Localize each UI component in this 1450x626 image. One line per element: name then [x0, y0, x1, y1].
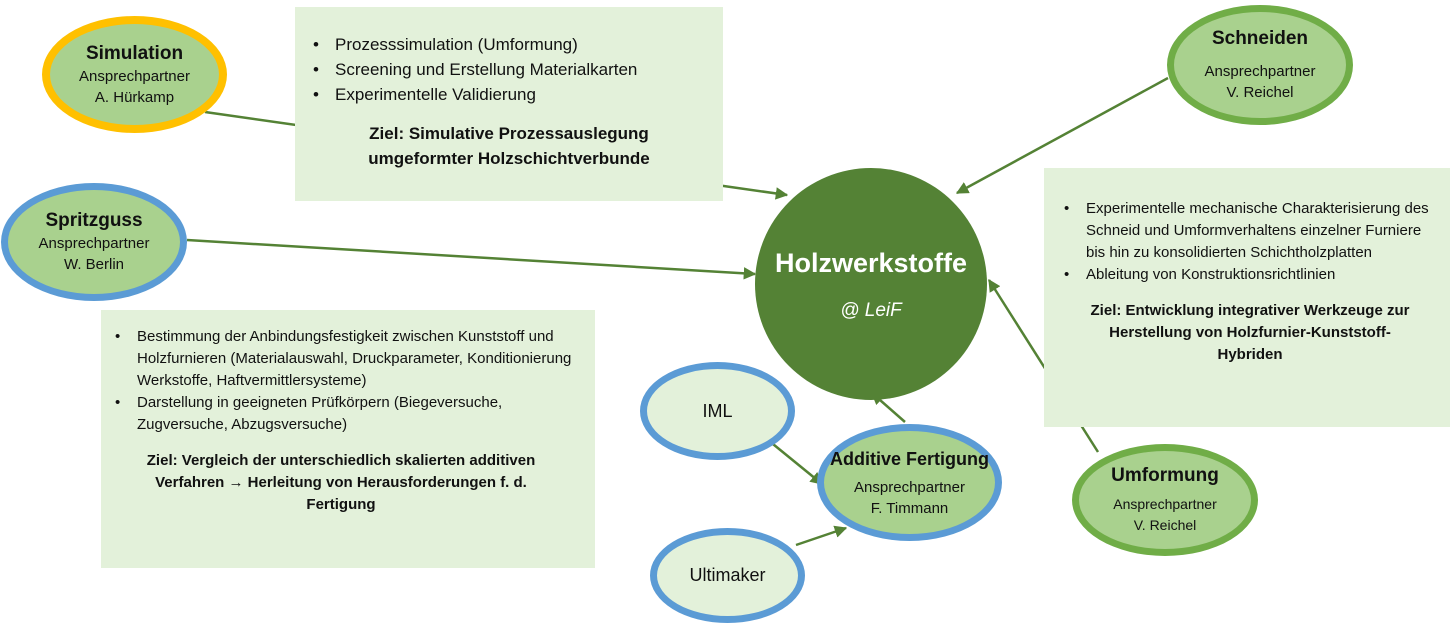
node-title: Umformung: [1111, 465, 1219, 486]
hub-subtitle: @ LeiF: [840, 300, 902, 321]
node-contact-label: Ansprechpartner: [79, 67, 190, 85]
simulation-info-box: Prozesssimulation (Umformung) Screening …: [295, 7, 723, 201]
bullet-item: Darstellung in geeigneten Prüfkörpern (B…: [109, 392, 573, 436]
goal-text: Ziel: Simulative Prozessauslegung umgefo…: [368, 124, 650, 168]
arrow-iml-to-additive: [767, 439, 823, 485]
node-title: Additive Fertigung: [830, 448, 989, 469]
bullet-item: Prozesssimulation (Umformung): [307, 32, 711, 57]
iml-node: IML: [640, 362, 795, 460]
arrow-ultimaker-to-additive: [795, 525, 848, 547]
simulation-node: Simulation Ansprechpartner A. Hürkamp: [42, 16, 227, 133]
ultimaker-node: Ultimaker: [650, 528, 805, 623]
node-contact-label: Ansprechpartner: [1204, 63, 1316, 80]
spritzguss-node: Spritzguss Ansprechpartner W. Berlin: [1, 183, 187, 301]
schneiden-info-box: Experimentelle mechanische Charakterisie…: [1044, 168, 1450, 427]
node-contact-label: Ansprechpartner: [1113, 496, 1217, 512]
node-label: IML: [702, 400, 733, 421]
node-title: Schneiden: [1211, 28, 1309, 49]
node-contact: F. Timmann: [870, 499, 949, 517]
bullet-item: Experimentelle mechanische Charakterisie…: [1058, 198, 1442, 264]
bullet-item: Experimentelle Validierung: [307, 82, 711, 107]
goal-text: Ziel: Entwicklung integrativer Werkzeuge…: [1090, 302, 1410, 363]
node-contact: V. Reichel: [1226, 84, 1294, 101]
node-title: Spritzguss: [45, 210, 143, 231]
umformung-node: Umformung Ansprechpartner V. Reichel: [1072, 444, 1258, 556]
hub-circle: Holzwerkstoffe @ LeiF: [755, 168, 987, 400]
hub-title: Holzwerkstoffe: [774, 248, 968, 278]
node-label: Ultimaker: [689, 565, 766, 585]
node-contact: W. Berlin: [63, 256, 124, 273]
bullet-item: Bestimmung der Anbindungsfestigkeit zwis…: [109, 326, 573, 392]
arrow-spritzguss-to-hub: [186, 238, 757, 280]
additive-node: Additive Fertigung Ansprechpartner F. Ti…: [817, 424, 1002, 541]
bullet-item: Ableitung von Konstruktionsrichtlinien: [1058, 264, 1442, 286]
node-contact: A. Hürkamp: [94, 88, 175, 106]
additive-info-box: Bestimmung der Anbindungsfestigkeit zwis…: [101, 310, 595, 568]
node-contact-label: Ansprechpartner: [854, 478, 965, 496]
bullet-item: Screening und Erstellung Materialkarten: [307, 57, 711, 82]
goal-text: Ziel: Vergleich der unterschiedlich skal…: [146, 452, 536, 513]
node-contact-label: Ansprechpartner: [38, 235, 150, 252]
node-title: Simulation: [85, 42, 184, 64]
arrow-schneiden-to-hub: [955, 76, 1169, 195]
schneiden-node: Schneiden Ansprechpartner V. Reichel: [1167, 5, 1353, 125]
node-contact: V. Reichel: [1133, 517, 1197, 533]
